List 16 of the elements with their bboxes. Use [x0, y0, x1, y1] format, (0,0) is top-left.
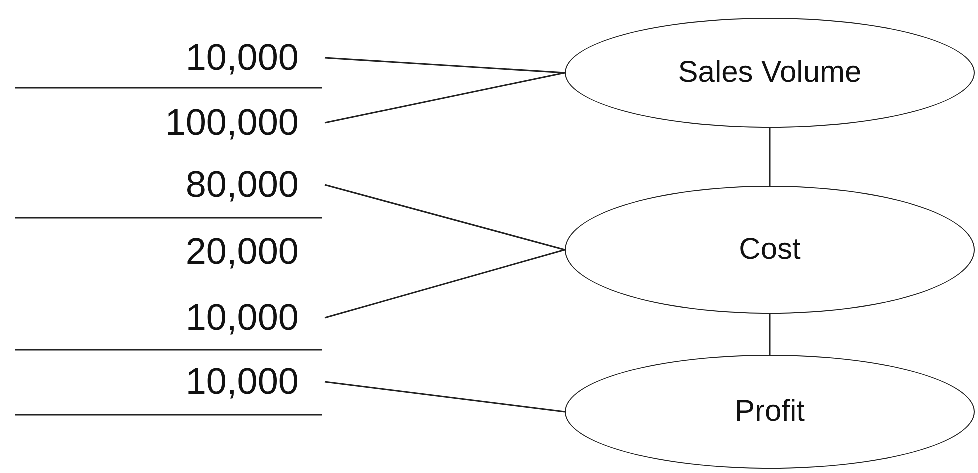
amount-text: 20,000	[184, 232, 300, 272]
ellipse-node: Sales Volume	[565, 18, 975, 128]
amount-text: 100,000	[90, 103, 325, 143]
amount-text: 10,000	[90, 362, 325, 402]
ellipse-node: Cost	[565, 186, 975, 314]
connector-line	[324, 381, 566, 413]
connector-line	[769, 314, 771, 355]
ellipse-node: Profit	[565, 355, 975, 469]
amount-text: 10,000	[90, 298, 325, 338]
connector-line	[324, 57, 566, 74]
connector-line	[324, 184, 566, 251]
connector-line	[324, 72, 566, 124]
connector-line	[324, 249, 566, 319]
amount-text: 80,000	[90, 165, 325, 205]
connector-line	[769, 128, 771, 186]
amount-text: 10,000	[90, 38, 325, 78]
